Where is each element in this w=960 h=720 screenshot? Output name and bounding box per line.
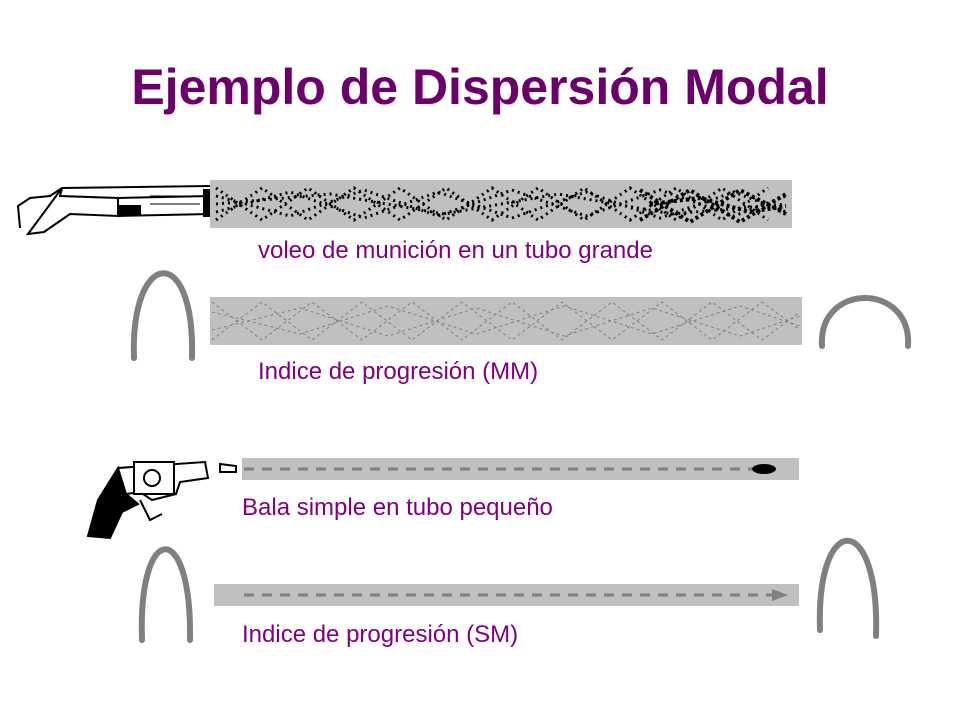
broadened-pulse-icon xyxy=(818,295,912,349)
caption-small-tube: Bala simple en tubo pequeño xyxy=(242,494,553,521)
bullet xyxy=(752,464,776,474)
narrow-input-pulse-mm xyxy=(130,270,196,361)
shotgun-icon xyxy=(16,185,215,236)
narrow-pulse-icon xyxy=(816,537,880,639)
caption-mm-index: Indice de progresión (MM) xyxy=(258,358,539,385)
caption-sm-index: Indice de progresión (SM) xyxy=(242,621,519,648)
slide-title: Ejemplo de Dispersión Modal xyxy=(131,59,829,115)
multimode-tube xyxy=(210,297,802,345)
large-tube xyxy=(210,180,792,228)
small-tube xyxy=(242,458,799,480)
narrow-input-pulse-sm xyxy=(138,546,194,643)
singlemode-tube xyxy=(214,584,799,606)
caption-large-tube: voleo de munición en un tubo grande xyxy=(258,237,653,264)
arrowhead-icon xyxy=(772,589,788,601)
revolver-icon xyxy=(86,460,237,540)
